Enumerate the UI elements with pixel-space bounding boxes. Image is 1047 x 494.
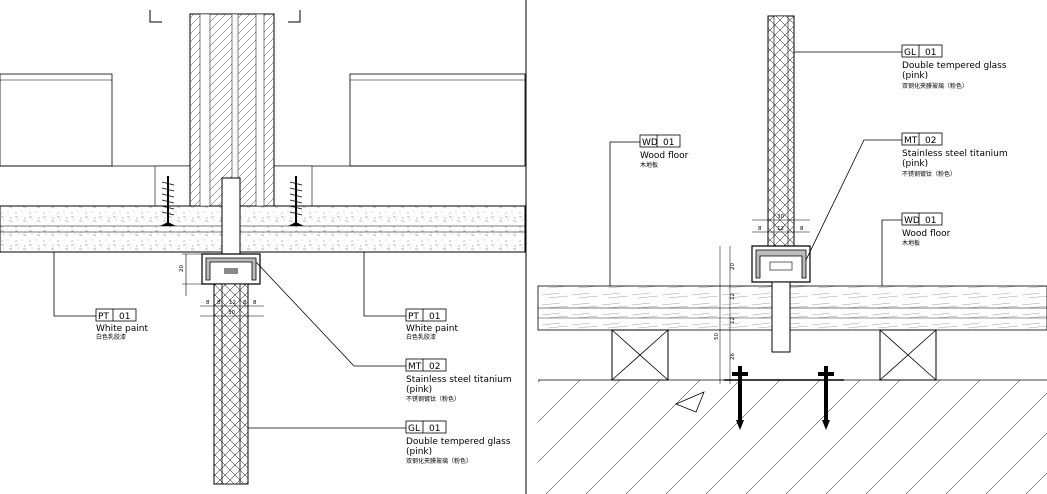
dim-total: 30 [777,214,784,220]
callout-label: Wood floor [902,229,951,239]
callout-gl-01: GL 01 Double tempered glass (pink) 双钢化夹膜… [248,420,511,465]
dim-v3: 12 [730,317,736,324]
left-view: 20 8 8 12 8 8 30 PT 01 White paint 白色乳胶漆… [0,10,526,485]
callout-code: WD [642,138,658,148]
callout-code-num: 02 [925,136,936,146]
callout-mt-02: MT 02 Stainless steel titanium (pink) 不锈… [805,132,1008,261]
dim-v1: 20 [730,263,736,270]
callout-code-num: 01 [663,138,674,148]
callout-code-num: 01 [925,48,936,58]
callout-label: Stainless steel titanium [406,375,512,385]
callout-code: MT [408,362,422,372]
dim-channel-right: 8 [243,300,247,306]
callout-pt-01-left: PT 01 White paint 白色乳胶漆 [53,252,148,341]
dim-v4: 26 [730,353,736,360]
callout-pt-01-right: PT 01 White paint 白色乳胶漆 [363,252,458,341]
dim-gap-left: 8 [206,300,210,306]
callout-code: GL [904,48,916,58]
callout-label: Wood floor [640,151,689,161]
callout-code: PT [408,312,419,322]
dim-glass: 12 [229,300,236,306]
callout-label-cn: 白色乳胶漆 [406,333,436,341]
callout-mt-02: MT 02 Stainless steel titanium (pink) 不锈… [255,261,512,403]
dim-left: 8 [758,226,762,232]
callout-label: (pink) [902,71,928,81]
dim-v2: 12 [730,293,736,300]
callout-code: GL [408,424,420,434]
dim-total: 30 [228,310,235,316]
callout-label-cn: 不锈钢镀钛（粉色） [902,170,956,178]
callout-label: (pink) [406,385,432,395]
callout-label: Stainless steel titanium [902,149,1008,159]
callout-wd-01-right: WD 01 Wood floor 木地板 [881,212,951,286]
anchor-bolt-icon [732,366,748,430]
right-view: 30 8 12 8 20 12 12 26 50 GL 01 Double te… [537,15,1047,494]
dim-gap-right: 8 [253,300,257,306]
callout-label-cn: 双钢化夹膜玻璃（粉色） [902,82,968,90]
callout-label-cn: 木地板 [640,161,658,169]
callout-code: WD [904,216,920,226]
callout-code: PT [98,312,109,322]
callout-label-cn: 不锈钢镀钛（粉色） [406,395,460,403]
callout-label: Double tempered glass [902,61,1007,71]
joist [611,329,669,381]
anchor-bolt-icon [818,366,834,430]
callout-code-num: 01 [119,312,130,322]
callout-label-cn: 双钢化夹膜玻璃（粉色） [406,457,472,465]
callout-label: (pink) [902,159,928,169]
callout-code: MT [904,136,918,146]
screw-icon [288,176,304,226]
screw-icon [160,176,176,226]
callout-label-cn: 木地板 [902,239,920,247]
callout-label-cn: 白色乳胶漆 [96,333,126,341]
callout-label: White paint [406,324,458,334]
callout-wd-01-left: WD 01 Wood floor 木地板 [609,134,689,286]
callout-code-num: 01 [429,312,440,322]
callout-code-num: 01 [429,424,440,434]
callout-label: Double tempered glass [406,437,511,447]
dim-v-total: 50 [714,333,720,340]
callout-label: (pink) [406,447,432,457]
callout-gl-01: GL 01 Double tempered glass (pink) 双钢化夹膜… [794,44,1007,90]
callout-label: White paint [96,324,148,334]
joist [879,329,937,381]
dim-channel-left: 8 [217,300,221,306]
callout-code-num: 02 [429,362,440,372]
dim-height: 20 [179,265,185,272]
dim-right: 8 [800,226,804,232]
dim-glass: 12 [777,226,784,232]
callout-code-num: 01 [925,216,936,226]
